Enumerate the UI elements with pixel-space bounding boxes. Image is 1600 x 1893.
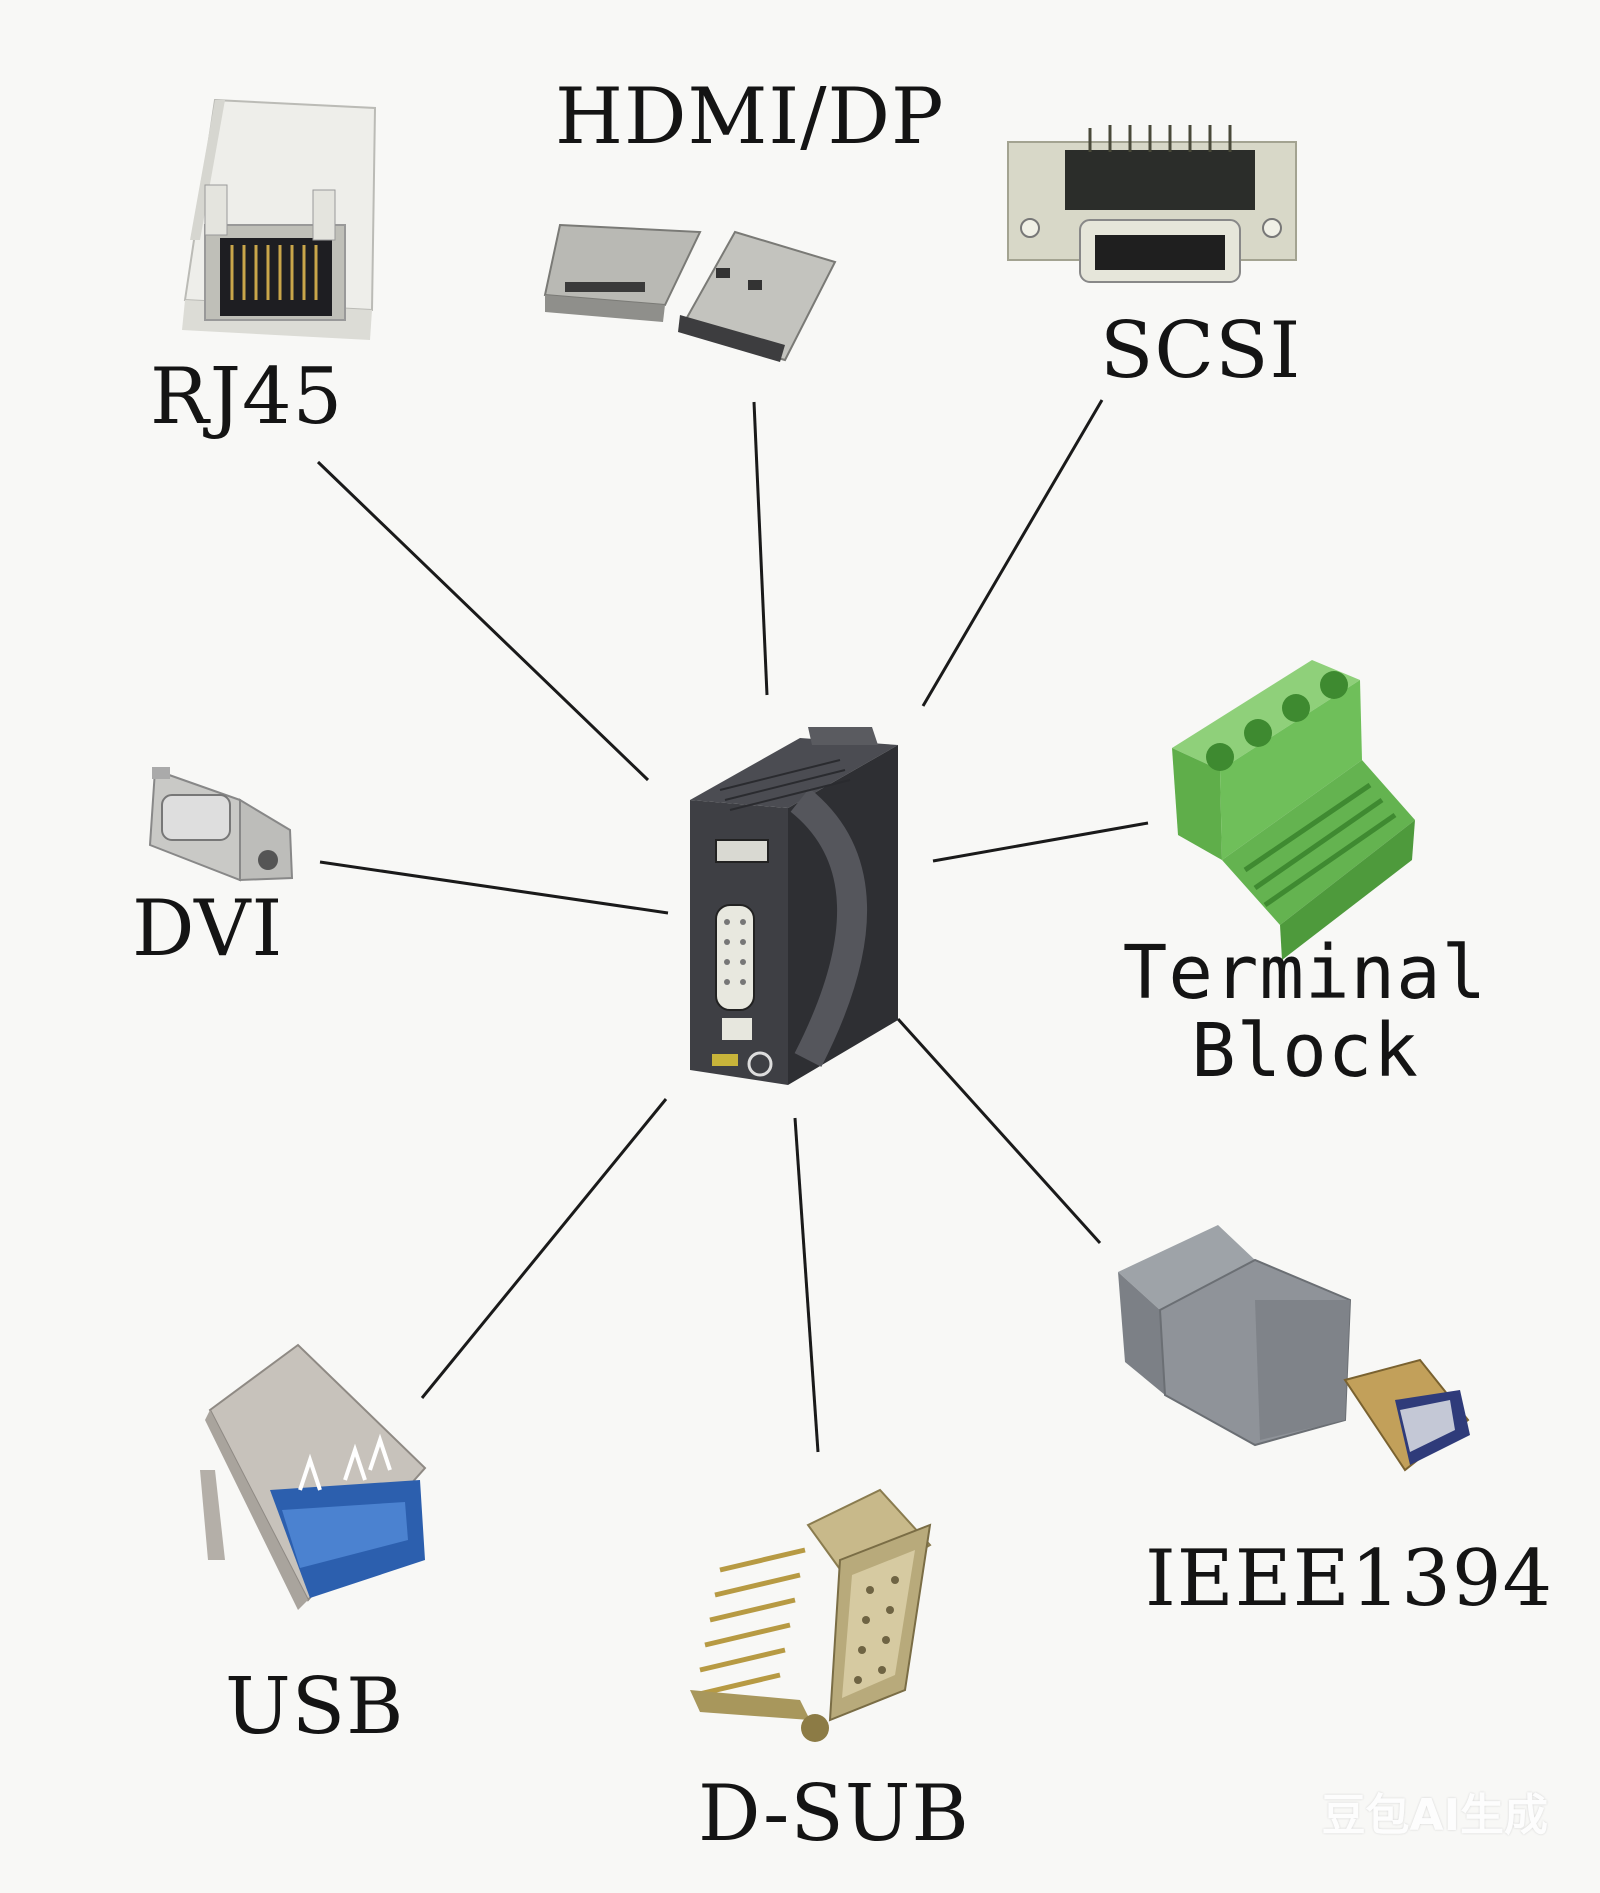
- scsi-connector-icon: [1007, 125, 1297, 283]
- line-dsub: [793, 1117, 820, 1453]
- line-scsi: [921, 399, 1104, 707]
- label-terminal-line1: Terminal: [1122, 930, 1488, 1016]
- line-rj45: [316, 460, 650, 782]
- servo-drive-icon: [690, 727, 898, 1085]
- rj45-jack-icon: [182, 98, 377, 340]
- label-scsi: SCSI: [1100, 306, 1302, 396]
- hdmi-connector-icon: [543, 223, 837, 362]
- line-dvi: [319, 860, 669, 915]
- connection-lines: [316, 399, 1149, 1453]
- line-hdmi: [752, 401, 769, 696]
- label-dvi: DVI: [132, 884, 284, 974]
- label-terminal-block: Terminal Block: [1115, 930, 1495, 1094]
- usb-port-icon: [200, 1343, 427, 1610]
- terminal-block-icon: [1172, 660, 1415, 960]
- dvi-connector-icon: [148, 767, 294, 882]
- label-hdmi-dp: HDMI/DP: [555, 72, 945, 162]
- ieee1394-connector-icon: [1118, 1225, 1470, 1472]
- label-usb: USB: [225, 1662, 405, 1752]
- watermark: 豆包AI生成: [1321, 1790, 1548, 1841]
- label-rj45: RJ45: [150, 352, 344, 442]
- label-terminal-line2: Block: [1191, 1007, 1419, 1094]
- line-terminal: [932, 821, 1149, 863]
- dsub-connector-icon: [690, 1488, 932, 1742]
- label-dsub: D-SUB: [698, 1769, 970, 1859]
- label-ieee1394: IEEE1394: [1145, 1534, 1554, 1624]
- line-usb: [420, 1098, 668, 1399]
- line-ieee1394: [896, 1017, 1102, 1245]
